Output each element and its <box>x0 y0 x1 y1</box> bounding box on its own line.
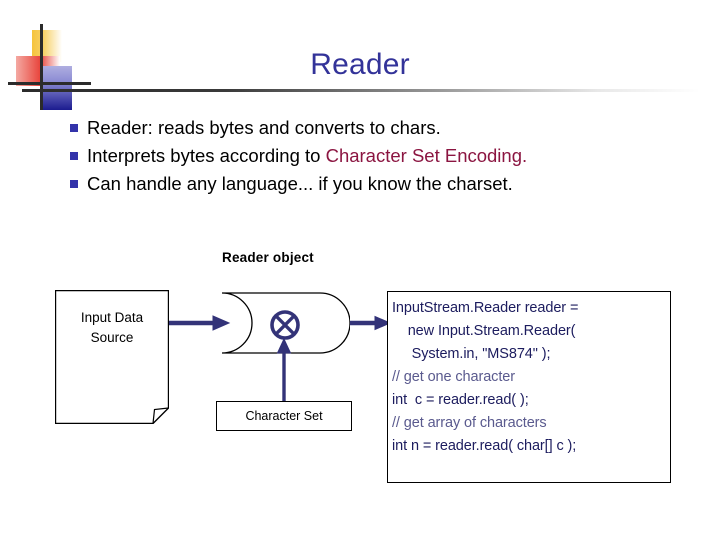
input-source-line-2: Source <box>90 330 134 345</box>
logo-vertical-line <box>40 24 43 110</box>
bullet-square-icon <box>70 152 78 160</box>
bullet-square-icon <box>70 124 78 132</box>
list-item: Interprets bytes according to Character … <box>70 142 690 170</box>
bullet-text-highlight: Character Set Encoding. <box>325 145 528 166</box>
decorative-corner-logo <box>8 24 91 114</box>
bullet-list: Reader: reads bytes and converts to char… <box>70 114 690 198</box>
charset-conversion-node <box>268 308 302 342</box>
code-line: System.in, "MS874" ); <box>392 346 551 362</box>
list-item: Reader: reads bytes and converts to char… <box>70 114 690 142</box>
bullet-square-icon <box>70 180 78 188</box>
list-item: Can handle any language... if you know t… <box>70 170 690 198</box>
code-line: new Input.Stream.Reader( <box>392 323 576 339</box>
code-line: int n = reader.read( char[] c ); <box>392 438 577 454</box>
input-data-source-label: Input Data Source <box>55 308 169 348</box>
bullet-text-pre: Interprets bytes according to <box>87 145 326 166</box>
page-title: Reader <box>310 48 410 81</box>
document-shape-icon <box>54 289 170 425</box>
circled-x-icon <box>270 310 300 340</box>
code-comment-line: // get one character <box>392 369 515 385</box>
character-set-box: Character Set <box>216 401 352 431</box>
code-snippet-box: InputStream.Reader reader = new Input.St… <box>387 291 671 483</box>
code-line: int c = reader.read( ); <box>392 392 529 408</box>
bullet-text: Reader: reads bytes and converts to char… <box>87 114 441 142</box>
bullet-text: Can handle any language... if you know t… <box>87 170 513 198</box>
bullet-text-pre: Can handle any language... if you know t… <box>87 173 513 194</box>
input-data-source-shape: Input Data Source <box>54 289 170 425</box>
reader-object-label: Reader object <box>222 250 314 265</box>
code-comment-line: // get array of characters <box>392 415 547 431</box>
title-divider <box>22 89 700 92</box>
code-line: InputStream.Reader reader = <box>392 300 579 316</box>
input-source-line-1: Input Data <box>80 310 144 325</box>
logo-horizontal-line <box>8 82 91 85</box>
bullet-text: Interprets bytes according to Character … <box>87 142 527 170</box>
logo-blue-square <box>42 66 72 110</box>
bullet-text-pre: Reader: reads bytes and converts to char… <box>87 117 441 138</box>
character-set-label: Character Set <box>245 409 323 423</box>
